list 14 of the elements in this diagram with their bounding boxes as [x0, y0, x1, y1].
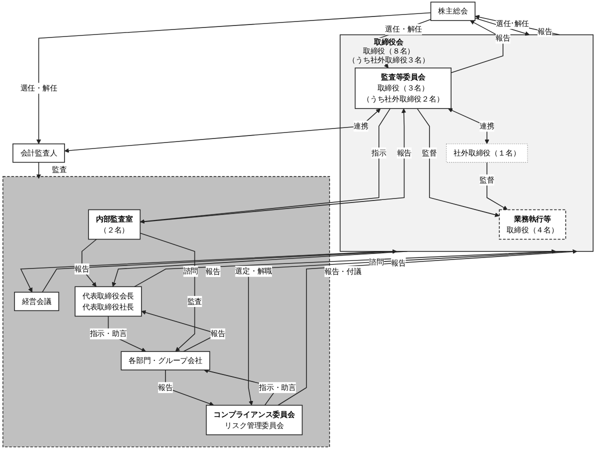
- arrow: [416, 108, 500, 218]
- arrow: [450, 20, 504, 74]
- arrow: [36, 162, 42, 179]
- arrow: [112, 250, 408, 287]
- arrow: [448, 108, 490, 144]
- arrow: [134, 249, 556, 288]
- arrow: [486, 162, 508, 210]
- arrow: [165, 370, 214, 406]
- arrow: [140, 232, 196, 352]
- arrow: [82, 238, 97, 287]
- cluster: [2, 176, 330, 448]
- arrow: [36, 12, 432, 144]
- arrow: [474, 18, 530, 36]
- arrow: [64, 108, 381, 153]
